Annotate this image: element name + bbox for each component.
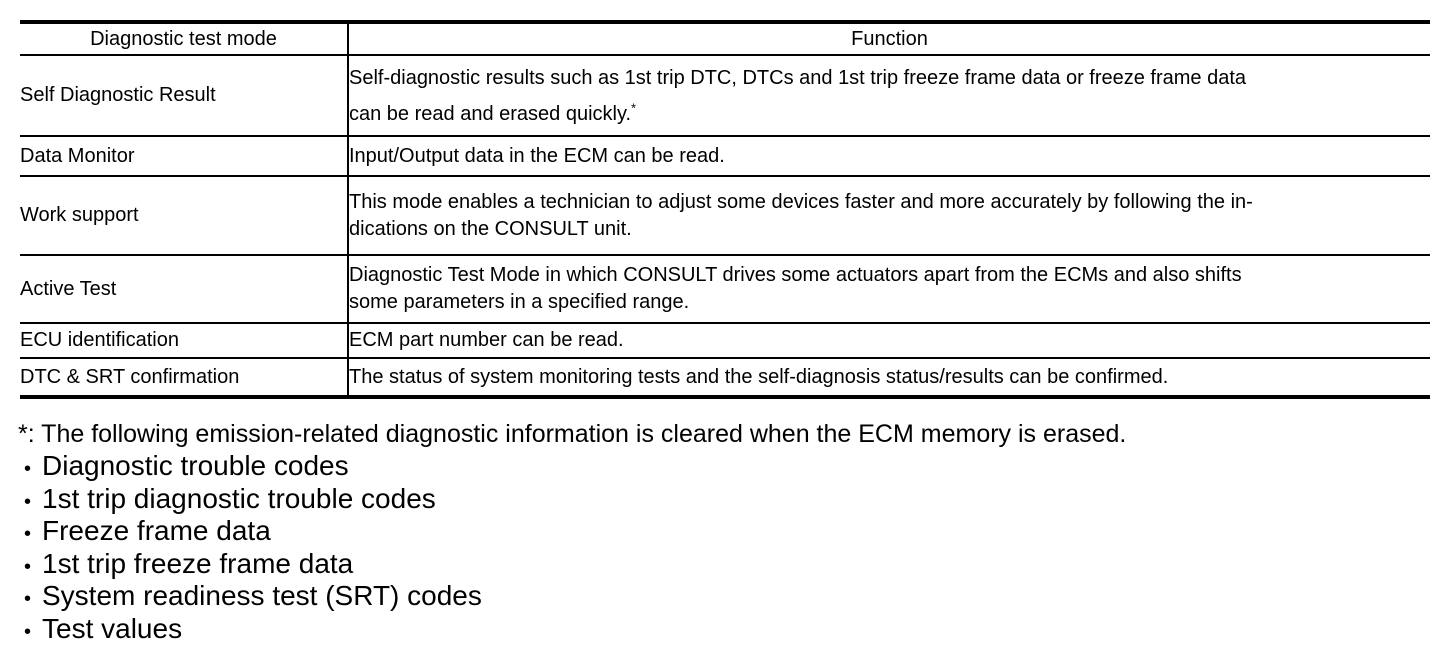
bullet-icon: • <box>24 588 32 610</box>
column-header-function: Function <box>851 27 928 50</box>
bullet-icon: • <box>24 490 32 513</box>
bullet-text: System readiness test (SRT) codes <box>42 580 482 611</box>
footnote-bullet-list: • Diagnostic trouble codes • 1st trip diag… <box>18 450 482 645</box>
table-row: Data Monitor Input/Output data in the EC… <box>20 136 1430 176</box>
diagnostic-test-mode-table: Diagnostic test mode Function Self Diagn… <box>20 20 1430 399</box>
footnote-marker: * <box>631 99 637 115</box>
bullet-item: • Test values <box>18 613 482 646</box>
bullet-icon: • <box>24 620 32 643</box>
bullet-text: 1st trip freeze frame data <box>42 547 354 579</box>
table-row: DTC & SRT confirmation The status of sys… <box>20 358 1430 397</box>
bullet-icon: • <box>24 555 32 578</box>
function-text: ECM part number can be read. <box>349 329 624 351</box>
function-cell: The status of system monitoring tests an… <box>348 358 1430 397</box>
mode-cell: Work support <box>20 176 349 255</box>
function-text: This mode enables a technician to adjust… <box>349 190 1253 240</box>
bullet-item: • Diagnostic trouble codes <box>18 450 482 483</box>
function-cell: This mode enables a technician to adjust… <box>348 176 1430 255</box>
bullet-item: • Freeze frame data <box>18 515 482 548</box>
mode-cell: Data Monitor <box>20 136 349 176</box>
column-header-diagnostic-test-mode: Diagnostic test mode <box>20 22 349 55</box>
bullet-item: • 1st trip diagnostic trouble codes <box>18 483 482 516</box>
table-row: ECU identification ECM part number can b… <box>20 323 1430 358</box>
bullet-item: • 1st trip freeze frame data <box>18 548 482 581</box>
table-row: Active Test Diagnostic Test Mode in whic… <box>20 255 1430 323</box>
bullet-text: Freeze frame data <box>42 515 271 546</box>
bullet-icon: • <box>24 458 32 480</box>
footnote-text: *: The following emission-related diagno… <box>18 420 1127 448</box>
bullet-text: Test values <box>42 612 183 644</box>
bullet-icon: • <box>24 523 32 545</box>
function-cell: Self-diagnostic results such as 1st trip… <box>348 55 1430 136</box>
function-cell: Input/Output data in the ECM can be read… <box>348 136 1430 176</box>
mode-cell: Self Diagnostic Result <box>20 55 349 136</box>
bullet-item: • System readiness test (SRT) codes <box>18 580 482 613</box>
table-row: Self Diagnostic Result Self-diagnostic r… <box>20 55 1430 136</box>
table-row: Work support This mode enables a technic… <box>20 176 1430 255</box>
function-cell: ECM part number can be read. <box>348 323 1430 358</box>
table-header-row: Diagnostic test mode Function <box>20 22 1430 55</box>
function-text: The status of system monitoring tests an… <box>349 365 1169 388</box>
function-text: Self-diagnostic results such as 1st trip… <box>349 66 1247 125</box>
function-cell: Diagnostic Test Mode in which CONSULT dr… <box>348 255 1430 323</box>
function-text: Diagnostic Test Mode in which CONSULT dr… <box>349 264 1242 313</box>
mode-cell: DTC & SRT confirmation <box>20 358 349 397</box>
bullet-text: 1st trip diagnostic trouble codes <box>42 482 436 514</box>
mode-cell: Active Test <box>20 255 349 323</box>
mode-cell: ECU identification <box>20 323 349 358</box>
bullet-text: Diagnostic trouble codes <box>42 450 349 481</box>
function-text: Input/Output data in the ECM can be read… <box>349 144 725 167</box>
